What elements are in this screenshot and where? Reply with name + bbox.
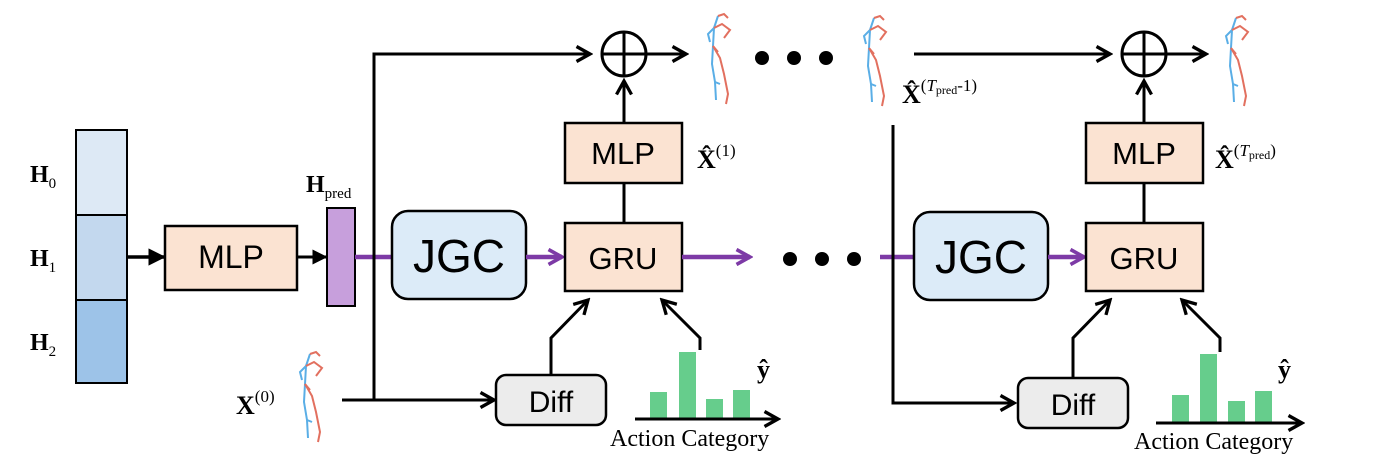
circled-plus-icon [600,30,648,78]
skeleton-output-final-icon [1225,15,1249,107]
mlp-input-label: MLP [198,239,264,275]
skeleton-input-icon [299,351,323,443]
y-hat-2-label: ŷ [1278,355,1291,384]
skeleton-output-1-icon [707,13,731,105]
arrow-diff1-to-gru1 [549,300,588,375]
histogram-1-bar [706,399,723,418]
action-category-1-label: Action Category [610,426,769,452]
x0-label: X(0) [236,387,275,420]
histogram-2-bar [1172,395,1189,422]
h1-block [75,214,128,301]
diff-1-label: Diff [529,386,574,419]
action-category-2-label: Action Category [1134,429,1293,455]
gru-2-label: GRU [1110,241,1179,276]
diff-2-label: Diff [1051,389,1096,422]
jgc-2-label: JGC [935,231,1027,283]
y-hat-1-label: ŷ [757,355,770,384]
action-histogram-1 [635,352,778,419]
arrow-diff2-to-gru2 [1071,300,1110,378]
histogram-2-bar [1228,401,1245,422]
circled-plus-icon [1120,30,1168,78]
h2-label: H2 [30,330,56,360]
h0-block [75,129,128,216]
histogram-1-bar [650,392,667,418]
arrow-yhat2-to-gru2 [1182,300,1222,352]
xhat-T-label: X̂(Tpred) [1215,141,1276,174]
histogram-1-bar [733,390,750,418]
skip-line-top [372,54,590,400]
mlp-2-box [1084,121,1205,185]
ellipsis-top-icon [755,51,833,65]
h-pred-block [326,207,356,307]
histogram-2-bar [1255,391,1272,422]
skeleton-output-prev-icon [863,15,887,107]
jgc-1-label: JGC [413,230,505,282]
h1-label: H1 [30,246,56,276]
histogram-1-bar [679,352,696,418]
line-prev-to-diff2 [891,125,1014,403]
h0-label: H0 [30,162,56,192]
h-pred-label: Hpred [306,172,352,202]
gru-1-box [563,221,684,293]
h-stack: H0 H1 H2 [30,129,128,384]
mlp-1-label: MLP [591,136,655,171]
histogram-2-bar [1200,354,1217,422]
gru-1-label: GRU [589,241,658,276]
arrow-yhat1-to-gru1 [662,300,702,350]
xhat-prev-label: X̂(Tpred-1) [902,76,977,109]
mlp-2-label: MLP [1112,136,1176,171]
h2-block [75,299,128,384]
action-histogram-2 [1156,354,1302,423]
xhat-1-label: X̂(1) [697,141,736,174]
ellipsis-middle-icon [783,252,861,266]
